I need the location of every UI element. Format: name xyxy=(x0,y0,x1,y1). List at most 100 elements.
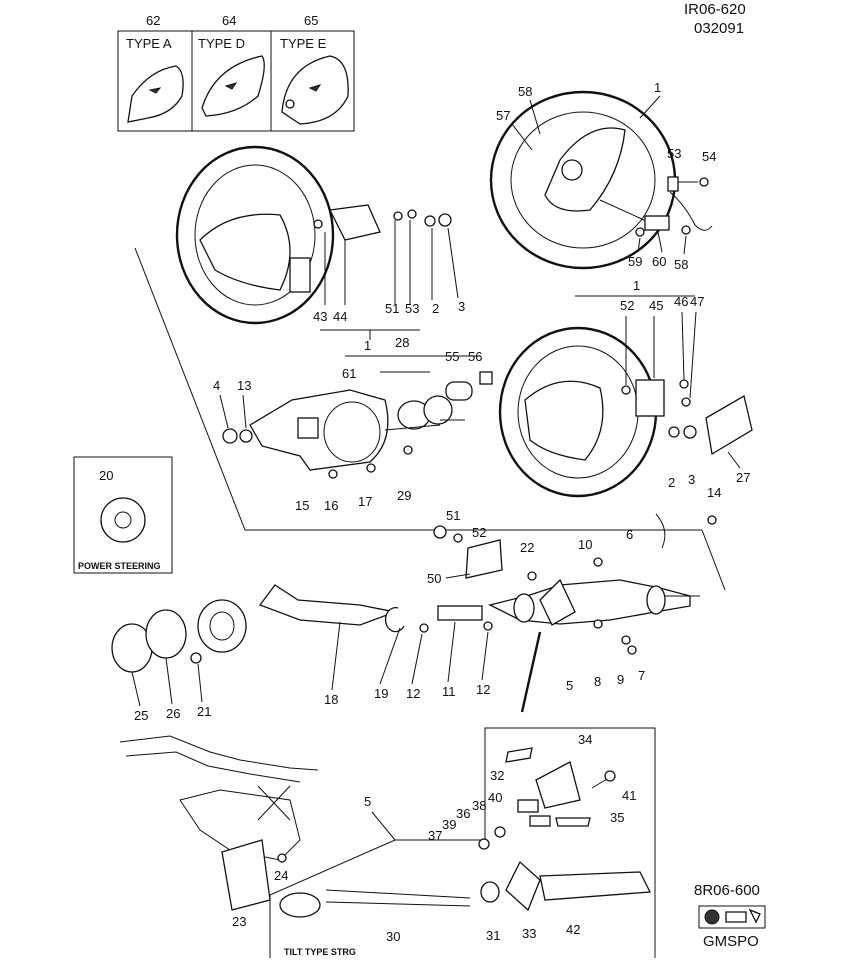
horn-pad-types: 62 64 65 TYPE A TYPE D TYPE E xyxy=(117,13,355,132)
callout-8: 8 xyxy=(594,674,601,689)
tilt-inset-frame xyxy=(269,727,656,958)
callout-25: 25 xyxy=(134,708,148,723)
callout-24: 24 xyxy=(274,868,288,883)
callout-29: 29 xyxy=(397,488,411,503)
clamp-19 xyxy=(384,606,405,633)
gmspo-brand: GMSPO xyxy=(703,933,759,950)
callout-1-middle: 1 xyxy=(364,338,371,353)
callout-11: 11 xyxy=(442,684,456,699)
callout-42: 42 xyxy=(566,922,580,937)
column-cover-15 xyxy=(249,389,389,471)
horn-contact-53 xyxy=(667,176,679,192)
plate-26 xyxy=(145,609,187,659)
callout-59: 59 xyxy=(628,254,642,269)
callout-47: 47 xyxy=(690,294,704,309)
bearing-31 xyxy=(480,881,500,903)
horn-pad-type-a xyxy=(127,65,184,123)
cancel-cam-20 xyxy=(100,497,146,543)
lever-35 xyxy=(555,817,591,827)
callout-7: 7 xyxy=(638,668,645,683)
callout-40: 40 xyxy=(488,790,502,805)
lower-column-parts xyxy=(111,584,493,673)
type-a-label: TYPE A xyxy=(126,36,172,51)
callout-33: 33 xyxy=(522,926,536,941)
callout-44: 44 xyxy=(333,309,347,324)
callout-30: 30 xyxy=(386,929,400,944)
callout-34: 34 xyxy=(578,732,592,747)
jacket-42 xyxy=(539,871,652,901)
callout-56: 56 xyxy=(468,349,482,364)
callout-4: 4 xyxy=(213,378,220,393)
callout-51-lower: 51 xyxy=(446,508,460,523)
bracket-18 xyxy=(258,584,398,626)
horn-pad-27 xyxy=(705,394,753,456)
tilt-type-label: TILT TYPE STRG xyxy=(284,947,356,957)
diagram-code-top: IR06-620 xyxy=(684,1,746,18)
spring-32 xyxy=(505,747,533,763)
callout-23: 23 xyxy=(232,914,246,929)
callout-17: 17 xyxy=(358,494,372,509)
callout-37: 37 xyxy=(428,828,442,843)
callout-61: 61 xyxy=(342,366,356,381)
callout-26: 26 xyxy=(166,706,180,721)
type-d-label: TYPE D xyxy=(198,36,245,51)
callout-15: 15 xyxy=(295,498,309,513)
horn-plate-45 xyxy=(635,379,665,417)
callout-32: 32 xyxy=(490,768,504,783)
lock-housing xyxy=(384,371,493,431)
callout-46: 46 xyxy=(674,294,688,309)
callout-38: 38 xyxy=(472,798,486,813)
callout-5-main: 5 xyxy=(566,678,573,693)
nut-4 xyxy=(222,428,238,444)
callout-20: 20 xyxy=(99,468,113,483)
callout-5-tilt: 5 xyxy=(364,794,371,809)
callout-54: 54 xyxy=(702,149,716,164)
callout-52-lower: 52 xyxy=(472,525,486,540)
power-steering-label: POWER STEERING xyxy=(78,561,161,571)
steering-column-5 xyxy=(488,578,700,626)
shaft-11 xyxy=(437,605,483,621)
callout-16: 16 xyxy=(324,498,338,513)
boot-assembly xyxy=(197,599,247,653)
steering-wheel-top-right xyxy=(489,90,677,270)
callout-57: 57 xyxy=(496,108,510,123)
housing-34 xyxy=(535,761,581,809)
diagram-date-code: 032091 xyxy=(694,20,744,37)
firewall-area xyxy=(119,735,319,911)
callout-13: 13 xyxy=(237,378,251,393)
type-a-number: 62 xyxy=(146,13,160,28)
callout-18: 18 xyxy=(324,692,338,707)
horn-contact-bracket xyxy=(329,204,381,241)
callout-45: 45 xyxy=(649,298,663,313)
callout-19: 19 xyxy=(374,686,388,701)
callout-58-bottom: 58 xyxy=(674,257,688,272)
key-56 xyxy=(479,371,493,385)
callout-21: 21 xyxy=(197,704,211,719)
types-frame xyxy=(117,30,355,132)
callout-50: 50 xyxy=(427,571,441,586)
callout-53-top: 53 xyxy=(667,146,681,161)
callout-12-right: 12 xyxy=(476,682,490,697)
type-e-number: 65 xyxy=(304,13,318,28)
callout-6: 6 xyxy=(626,527,633,542)
callout-1-top: 1 xyxy=(654,80,661,95)
callout-35: 35 xyxy=(610,810,624,825)
callout-3-right: 3 xyxy=(688,472,695,487)
callout-9: 9 xyxy=(617,672,624,687)
diagram-code-bottom: 8R06-600 xyxy=(694,882,760,899)
callout-36: 36 xyxy=(456,806,470,821)
support-23 xyxy=(221,839,271,911)
callout-58-top: 58 xyxy=(518,84,532,99)
callout-51-upper: 51 xyxy=(385,301,399,316)
callout-27: 27 xyxy=(736,470,750,485)
bracket-50 xyxy=(465,539,503,579)
bracket-33 xyxy=(505,860,541,912)
type-e-label: TYPE E xyxy=(280,36,327,51)
callout-10: 10 xyxy=(578,537,592,552)
lock-cylinder-55 xyxy=(445,381,473,401)
callout-2-right: 2 xyxy=(668,475,675,490)
callout-3-upper: 3 xyxy=(458,299,465,314)
callout-31: 31 xyxy=(486,928,500,943)
